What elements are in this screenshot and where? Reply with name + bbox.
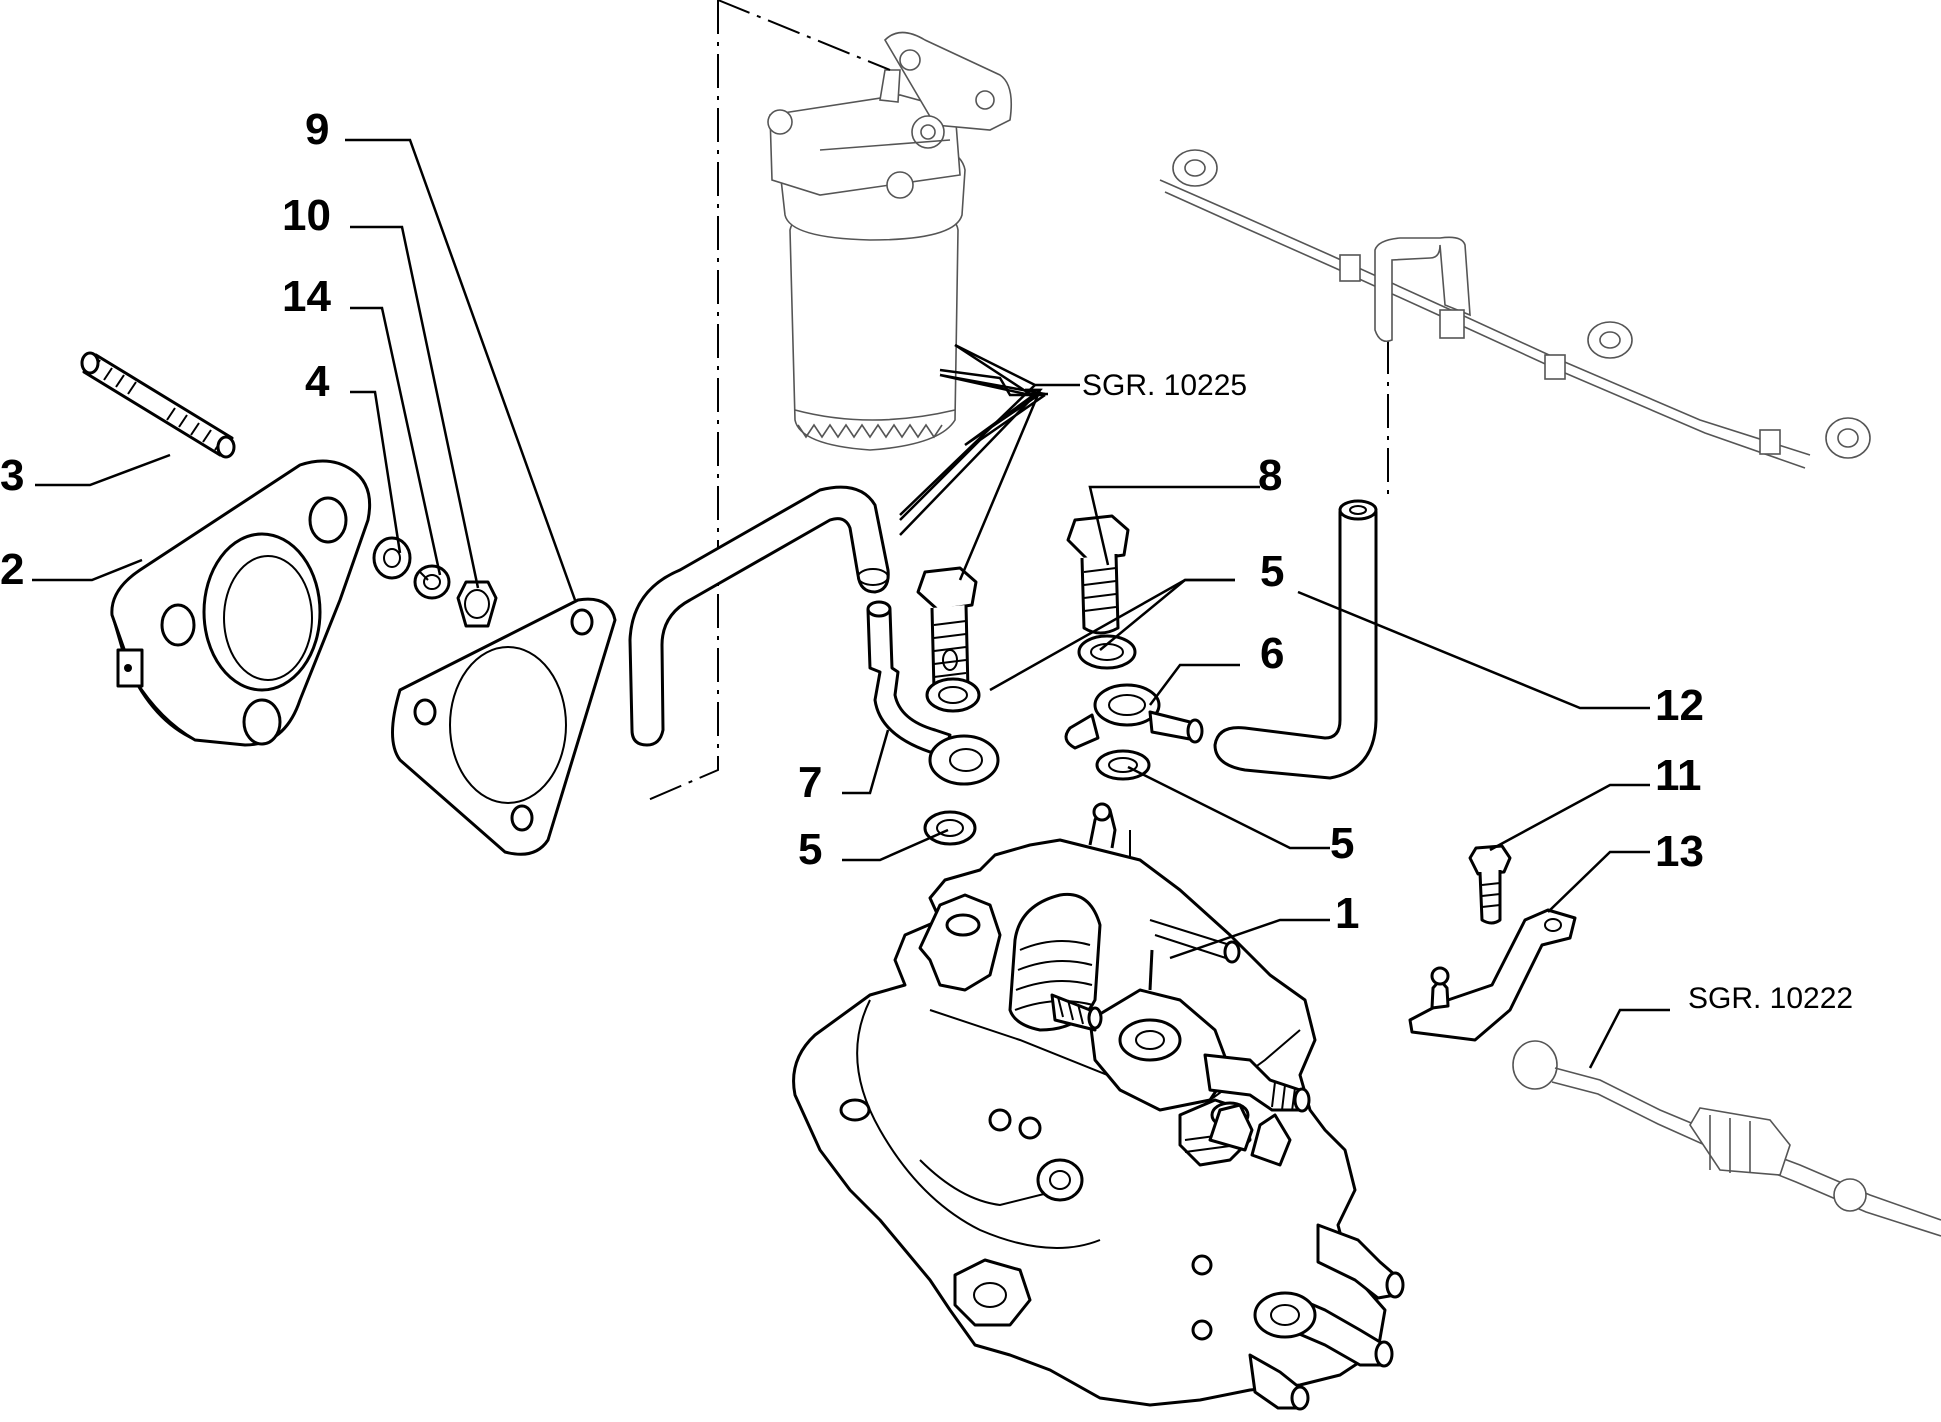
flange-part-2 xyxy=(110,459,372,747)
callout-14: 14 xyxy=(282,272,331,321)
lock-washer-part-14 xyxy=(413,564,451,600)
return-hose-part-12 xyxy=(1213,499,1378,780)
fuel-hose-left xyxy=(628,485,890,747)
leader-filter-ref-b xyxy=(899,384,1036,516)
banjo-bolt-part-8b xyxy=(1066,514,1130,635)
callout-6: 6 xyxy=(1260,629,1284,678)
callout-2: 2 xyxy=(0,545,24,594)
sealing-washer-part-5-tee xyxy=(1095,749,1151,781)
fuel-filter-assembly xyxy=(767,31,1013,451)
sealing-washer-part-5-bolt xyxy=(1077,634,1137,670)
banjo-pipe-part-7 xyxy=(866,600,1000,786)
callout-13: 13 xyxy=(1655,827,1704,876)
centerline-vertical xyxy=(647,0,719,801)
reference-sgr-10222: SGR. 10222 xyxy=(1688,982,1853,1015)
callout-5-left: 5 xyxy=(798,825,822,874)
centerline-filter xyxy=(717,0,891,71)
callout-4: 4 xyxy=(305,357,330,406)
return-fuel-line xyxy=(1159,149,1871,469)
washer-part-4 xyxy=(372,536,412,580)
callout-12: 12 xyxy=(1655,681,1704,730)
sealing-washer-part-5-pump xyxy=(923,810,977,846)
callout-11: 11 xyxy=(1655,751,1702,800)
callout-5-top: 5 xyxy=(1260,547,1284,596)
stud-part-3 xyxy=(80,351,236,459)
injection-pump-part-1 xyxy=(792,802,1405,1411)
callout-7: 7 xyxy=(798,758,822,807)
callout-8: 8 xyxy=(1258,451,1282,500)
callout-5-right: 5 xyxy=(1330,819,1354,868)
reference-sgr-10225: SGR. 10225 xyxy=(1082,369,1247,402)
leader-lines xyxy=(32,138,1670,1069)
callout-9: 9 xyxy=(305,105,329,154)
callout-10: 10 xyxy=(282,191,331,240)
banjo-bolt-part-8a xyxy=(916,566,978,697)
callout-3: 3 xyxy=(0,451,24,500)
bolt-part-11 xyxy=(1468,844,1512,925)
sealing-washer-part-5-pipe xyxy=(925,677,981,713)
leader-filter-ref xyxy=(954,343,1080,387)
gasket-part-9 xyxy=(391,597,617,856)
nut-part-10 xyxy=(456,580,498,628)
callout-1: 1 xyxy=(1335,889,1359,938)
tee-fitting-part-6 xyxy=(1064,683,1204,750)
accelerator-cable xyxy=(1512,1040,1941,1237)
leader-sgr-10225 xyxy=(954,343,1048,396)
bracket-part-13 xyxy=(1408,908,1577,1042)
